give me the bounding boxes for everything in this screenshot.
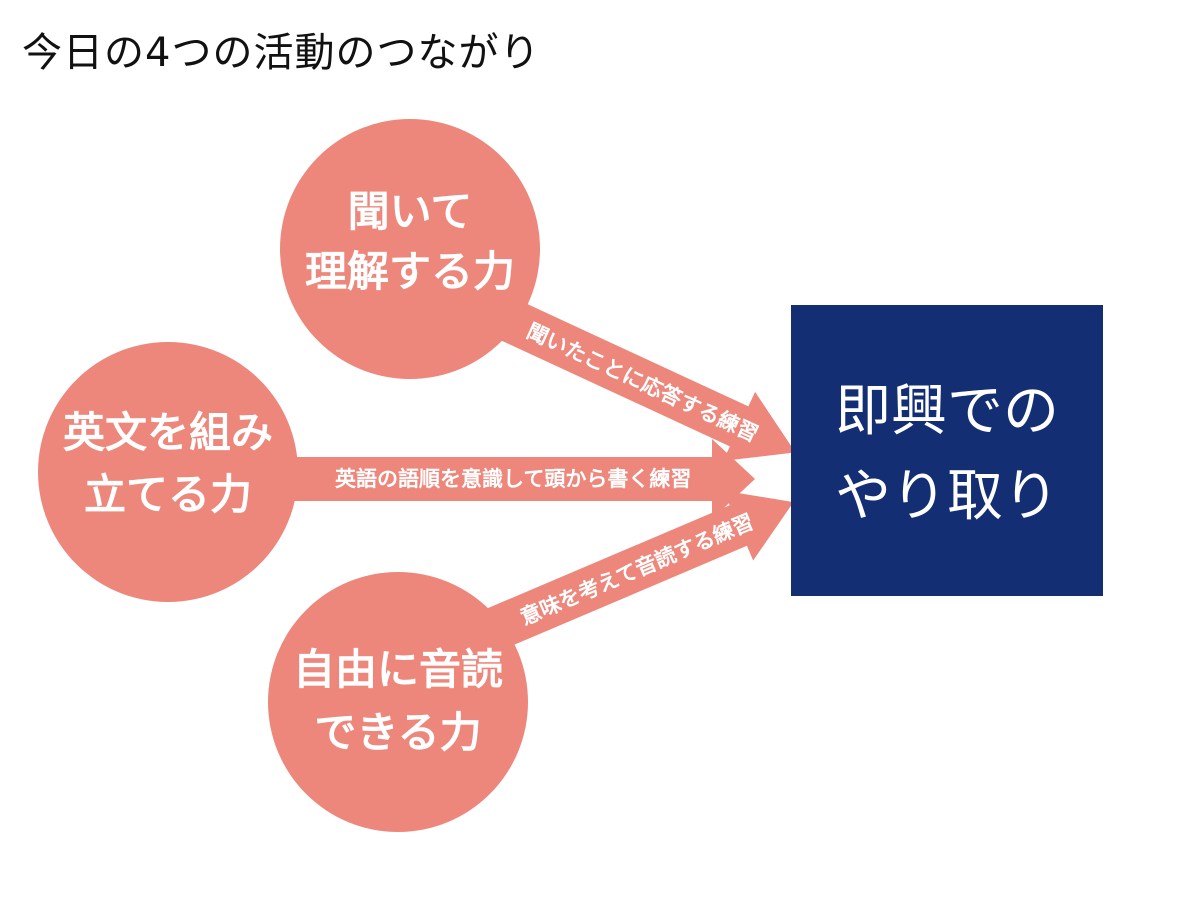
target-box-rect	[791, 305, 1103, 596]
node-listening-line1: 聞いて	[348, 187, 473, 236]
node-listening-circle	[280, 119, 540, 379]
arrow-composing-label: 英語の語順を意識して頭から書く練習	[335, 467, 691, 491]
arrow-composing: 英語の語順を意識して頭から書く練習	[290, 439, 755, 519]
node-composing-line1: 英文を組み	[63, 408, 273, 457]
node-composing-circle	[38, 342, 298, 602]
node-composing-line2: 立てる力	[84, 470, 252, 519]
target-line1: 即興での	[835, 379, 1059, 444]
target-box: 即興での やり取り	[791, 305, 1103, 596]
node-reading-line1: 自由に音読	[293, 645, 503, 694]
node-reading-circle	[268, 572, 528, 832]
arrow-composing-shape	[290, 439, 755, 519]
node-reading-line2: できる力	[314, 708, 481, 757]
node-composing: 英文を組み 立てる力	[38, 342, 298, 602]
node-listening: 聞いて 理解する力	[280, 119, 540, 379]
slide-title: 今日の4つの活動のつながり	[22, 30, 541, 76]
target-line2: やり取り	[835, 464, 1059, 529]
node-reading: 自由に音読 できる力	[268, 572, 528, 832]
arrow-reading-shape	[479, 490, 794, 653]
arrow-listening-shape	[495, 298, 796, 461]
node-listening-line2: 理解する力	[305, 247, 515, 296]
arrow-listening: 聞いたことに応答する練習	[495, 298, 796, 461]
arrow-reading-label: 意味を考えて音読する練習	[517, 510, 757, 630]
arrow-listening-label: 聞いたことに応答する練習	[523, 319, 762, 447]
